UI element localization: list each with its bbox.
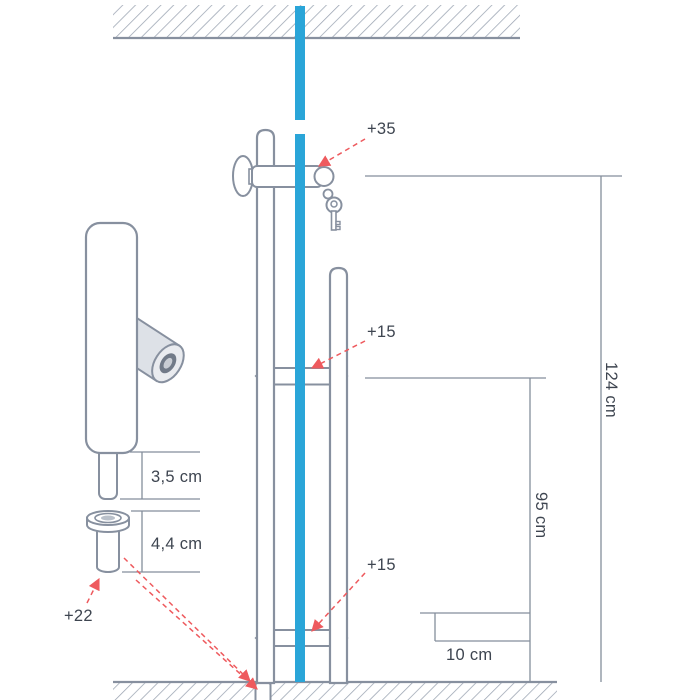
leader-bushing-to-floor-1 [123, 557, 251, 682]
label-bottom-diameter: +15 [367, 556, 396, 574]
key-icon [325, 196, 343, 231]
lock-assembly [232, 155, 343, 231]
lock-face [313, 166, 335, 187]
leader-lines [86, 138, 366, 690]
dim-10-label: 10 cm [446, 646, 492, 664]
dim-44-label: 4,4 cm [151, 535, 202, 553]
lock-cylinder [251, 165, 323, 188]
leader-mid-connector [310, 340, 366, 369]
dim-35-label: 3,5 cm [151, 468, 202, 486]
dim-124-label: 124 cm [602, 362, 620, 418]
label-mid-diameter: +15 [367, 323, 396, 341]
leader-lock [317, 138, 366, 167]
leader-bottom-connector [311, 572, 366, 632]
key-ring-icon [322, 188, 334, 200]
glass-panel-upper [295, 6, 305, 120]
label-socket-diameter: +22 [64, 607, 93, 625]
glass-panel-lower [295, 134, 305, 682]
leader-bushing-to-floor-2 [135, 579, 258, 690]
handle-tube-left [255, 128, 276, 685]
handle-end-detail [84, 221, 200, 573]
label-lock-diameter: +35 [367, 120, 396, 138]
detail-tube [84, 221, 139, 455]
detail-floor-bushing [86, 510, 130, 573]
dimension-lines [365, 175, 622, 682]
bushing-body [96, 521, 120, 573]
handle-tube-right [328, 266, 349, 685]
dim-35 [120, 451, 200, 500]
dim-95-label: 95 cm [532, 492, 550, 538]
boss-hole-inner [163, 357, 173, 369]
handle-assembly [232, 128, 349, 685]
bushing-hole [101, 515, 115, 521]
dim-44 [122, 510, 200, 573]
ceiling-hatch [113, 5, 520, 38]
floor-socket [254, 682, 272, 700]
floor-hatch [113, 683, 557, 700]
leader-socket-label [86, 577, 100, 604]
